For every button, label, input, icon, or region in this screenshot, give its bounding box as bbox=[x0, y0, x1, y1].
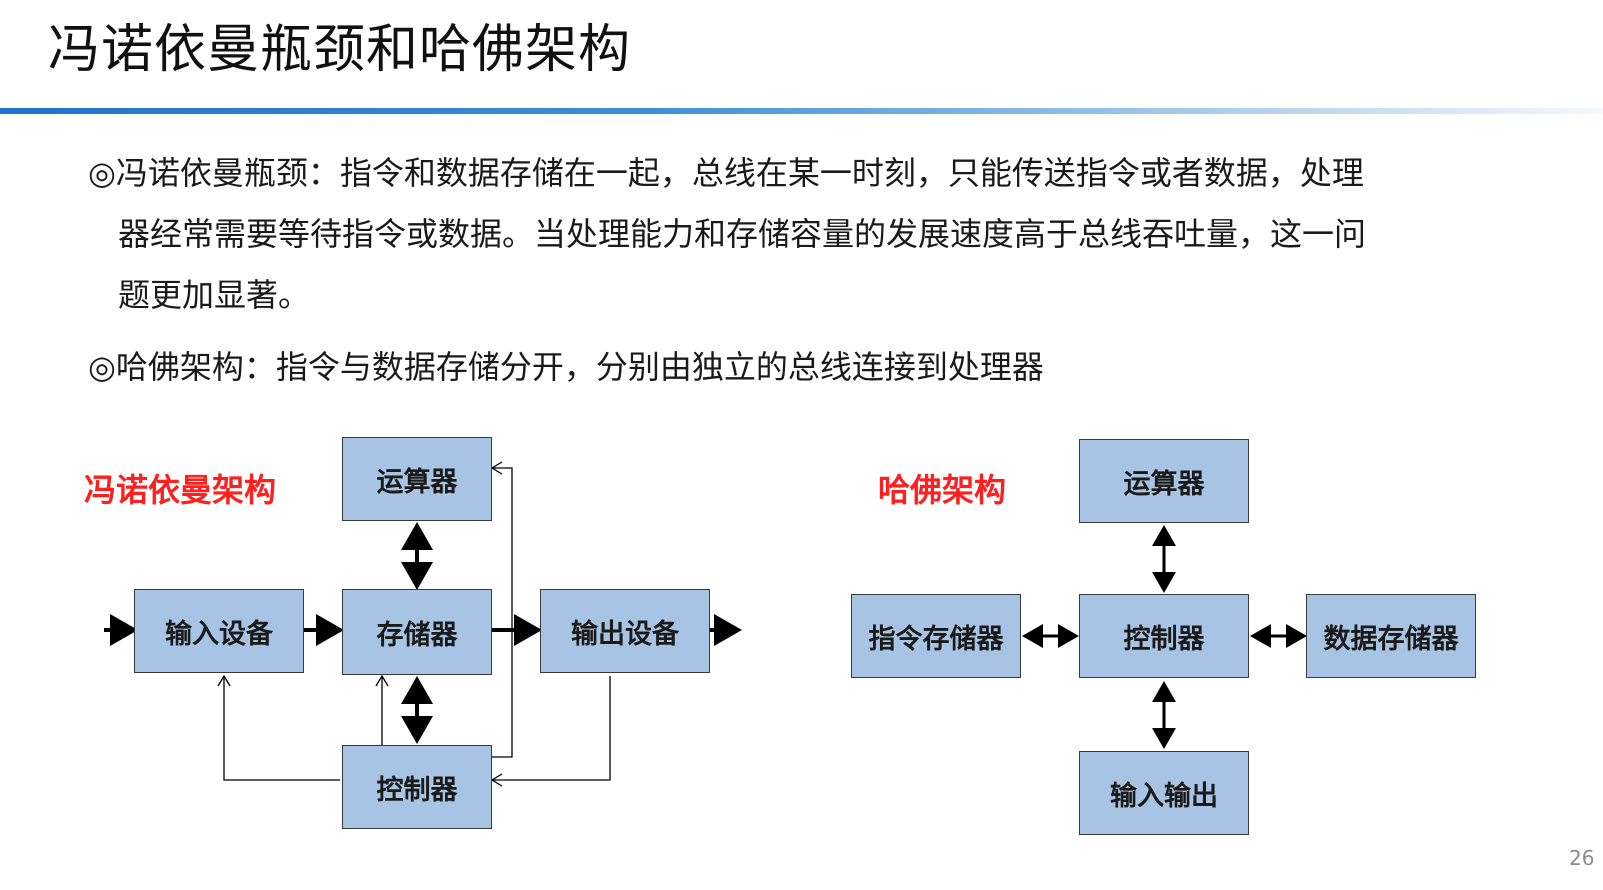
page-number: 26 bbox=[1569, 846, 1595, 870]
slide-title: 冯诺依曼瓶颈和哈佛架构 bbox=[48, 20, 632, 80]
harvard-diagram-title: 哈佛架构 bbox=[878, 471, 1007, 509]
vn-control-unit-box: 控制器 bbox=[342, 745, 492, 829]
bullet-line: ◎哈佛架构：指令与数据存储分开，分别由独立的总线连接到处理器 bbox=[88, 337, 1044, 398]
bullet-von-neumann-bottleneck: ◎冯诺依曼瓶颈：指令和数据存储在一起，总线在某一时刻，只能传送指令或者数据，处理… bbox=[88, 143, 1366, 326]
vn-output-to-control bbox=[490, 676, 611, 787]
vn-control-to-alu bbox=[490, 461, 513, 758]
vn-output-device-box: 输出设备 bbox=[540, 589, 710, 673]
bullet-line: 器经常需要等待指令或数据。当处理能力和存储容量的发展速度高于总线吞吐量，这一问 bbox=[118, 215, 1367, 253]
hv-io-box: 输入输出 bbox=[1079, 751, 1249, 835]
bullet-line: ◎冯诺依曼瓶颈：指令和数据存储在一起，总线在某一时刻，只能传送指令或者数据，处理 bbox=[88, 143, 1366, 204]
hv-instruction-memory-box: 指令存储器 bbox=[851, 594, 1021, 678]
bullet-text: 哈佛架构：指令与数据存储分开，分别由独立的总线连接到处理器 bbox=[115, 348, 1044, 386]
bullet-mark-icon: ◎ bbox=[88, 154, 116, 192]
bullet-harvard-architecture: ◎哈佛架构：指令与数据存储分开，分别由独立的总线连接到处理器 bbox=[88, 337, 1044, 398]
bullet-line: 题更加显著。 bbox=[118, 276, 311, 314]
vn-memory-box: 存储器 bbox=[342, 589, 492, 675]
title-underline-bar bbox=[0, 108, 1603, 114]
hv-alu-box: 运算器 bbox=[1079, 439, 1249, 523]
bullet-text: 冯诺依曼瓶颈：指令和数据存储在一起，总线在某一时刻，只能传送指令或者数据，处理 bbox=[115, 154, 1364, 192]
von-neumann-diagram-title: 冯诺依曼架构 bbox=[84, 471, 277, 509]
vn-control-to-input bbox=[217, 674, 340, 781]
vn-input-device-box: 输入设备 bbox=[134, 589, 304, 673]
vn-alu-box: 运算器 bbox=[342, 437, 492, 521]
hv-data-memory-box: 数据存储器 bbox=[1306, 594, 1476, 678]
bullet-mark-icon: ◎ bbox=[88, 348, 116, 386]
hv-control-unit-box: 控制器 bbox=[1079, 594, 1249, 678]
